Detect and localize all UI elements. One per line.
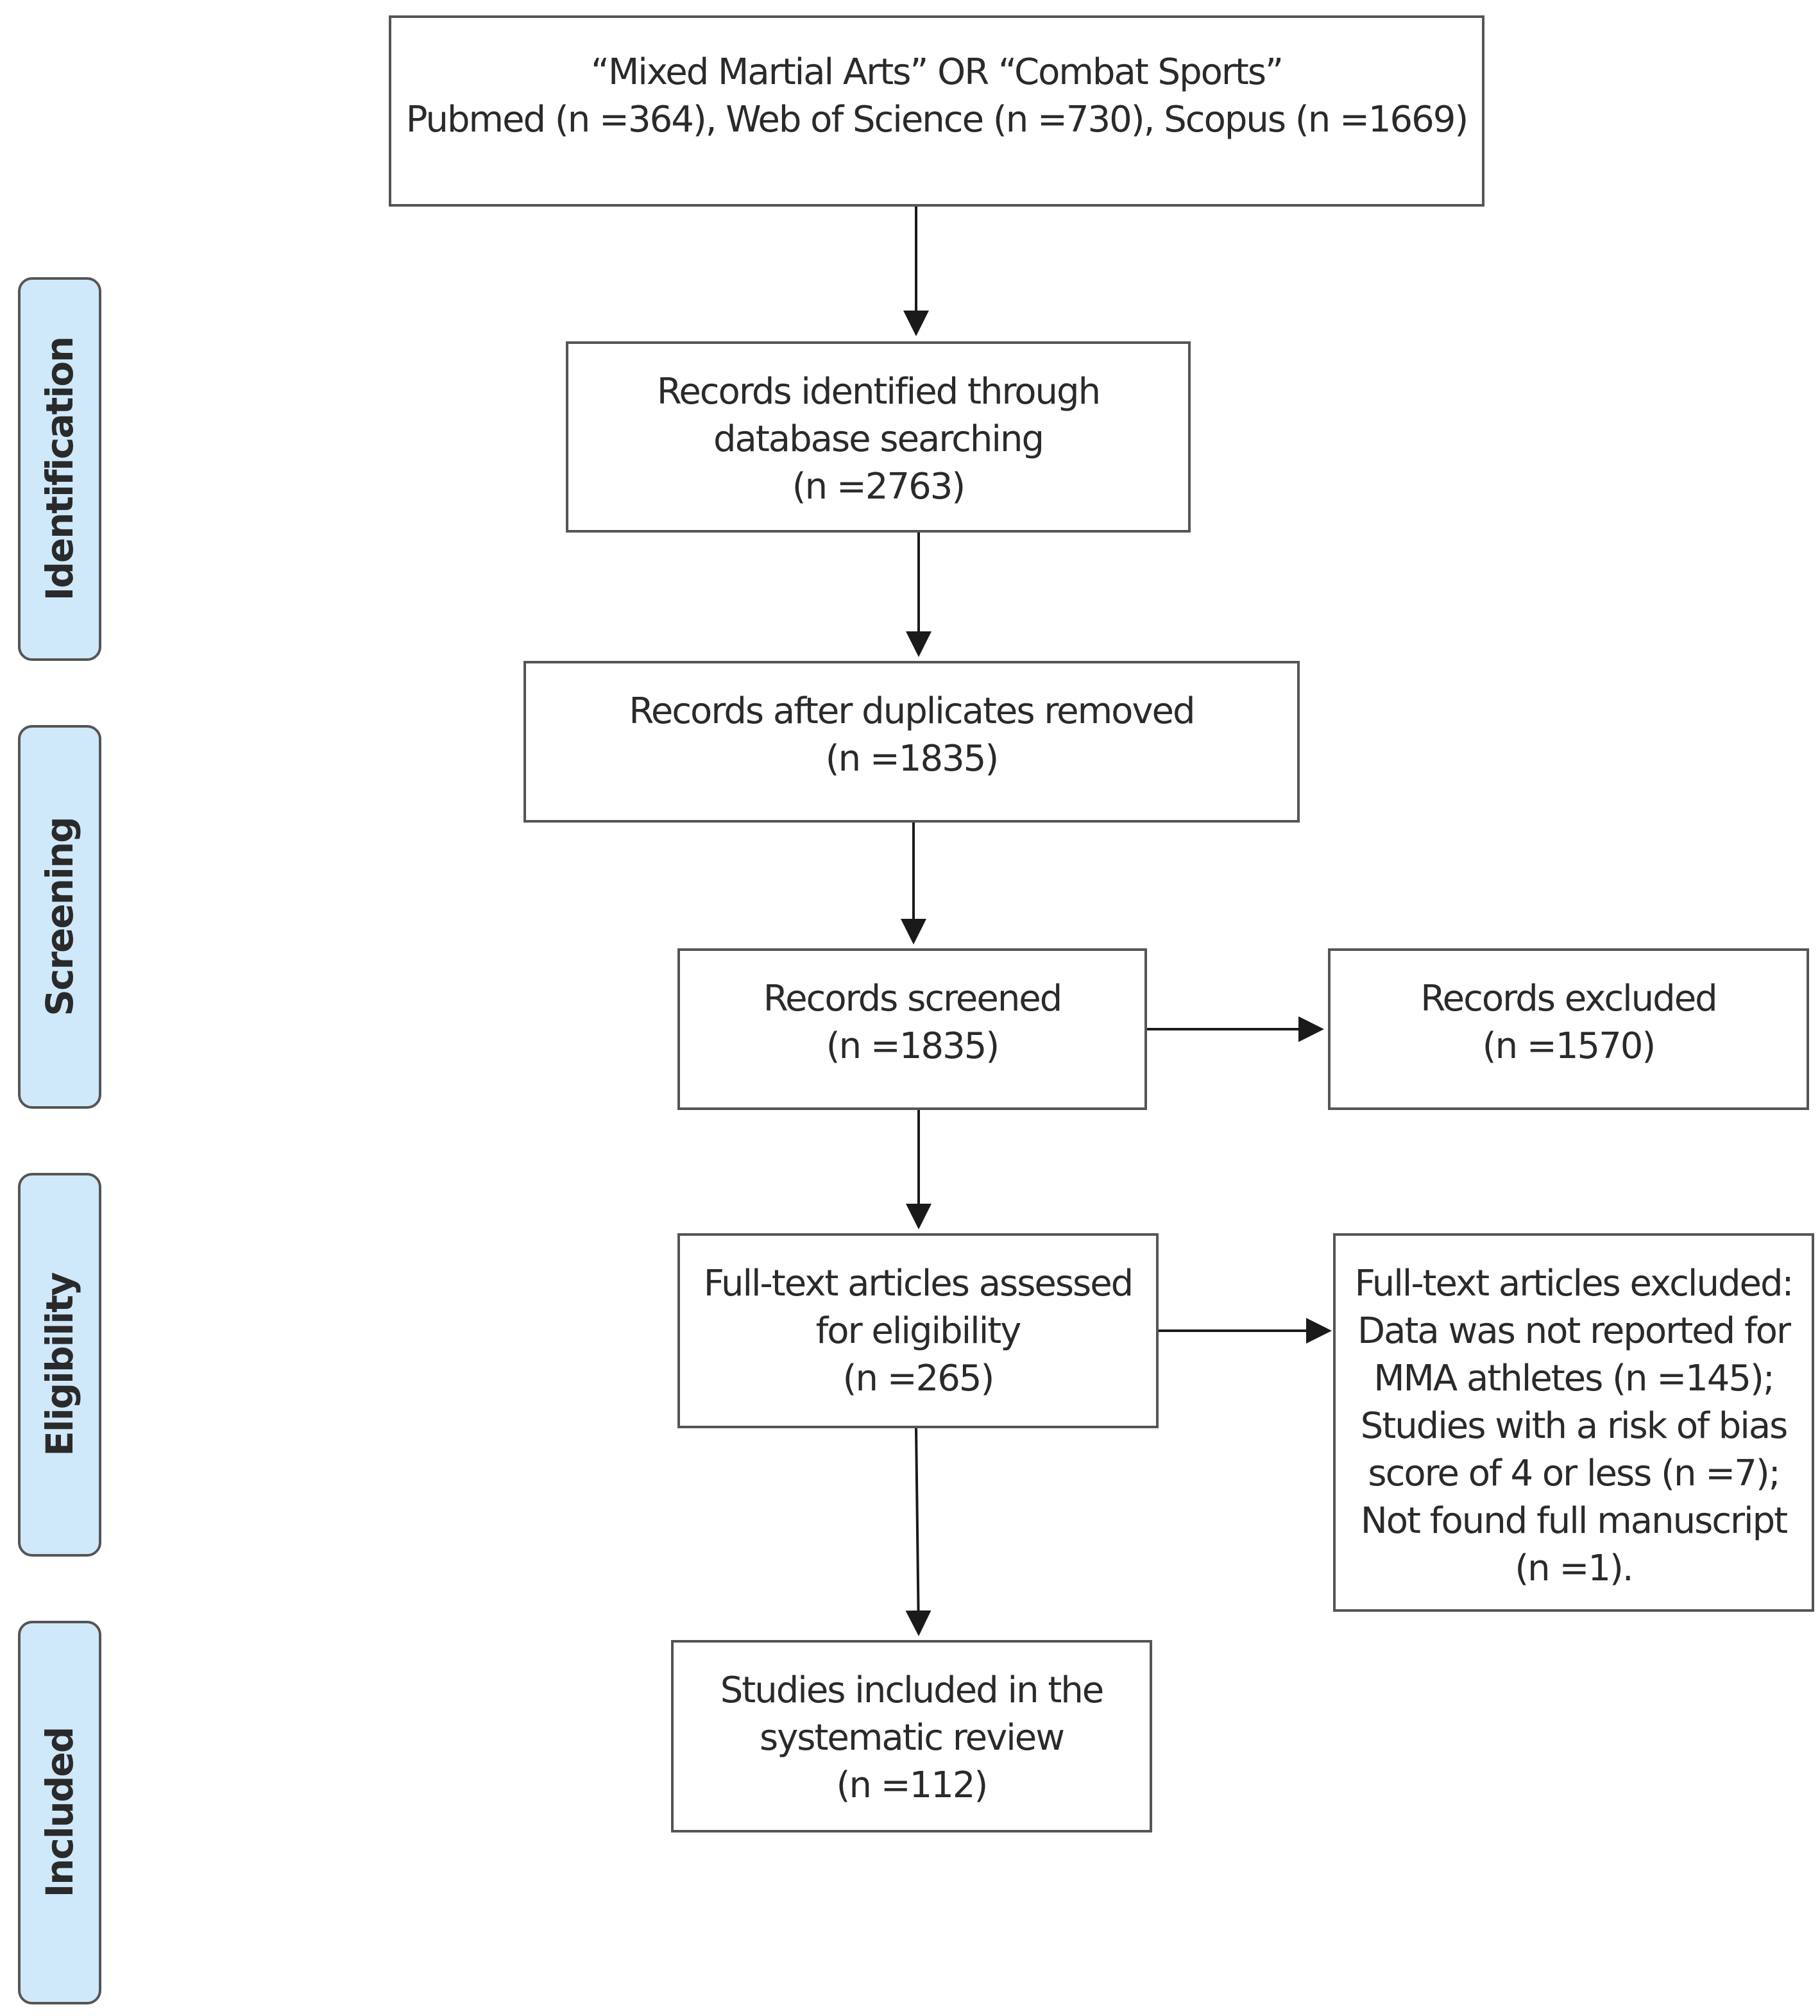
records-deduplicated-count: (n =1835) bbox=[825, 738, 999, 780]
stage-identification: Identification bbox=[18, 277, 101, 661]
fulltext-excluded-line1: Full-text articles excluded: bbox=[1354, 1263, 1794, 1304]
fulltext-excluded-line5: score of 4 or less (n =7); bbox=[1368, 1453, 1780, 1494]
records-screened-line1: Records screened bbox=[763, 978, 1063, 1020]
box-fulltext-assessed: Full-text articles assessed for eligibil… bbox=[677, 1233, 1159, 1428]
records-identified-line1: Records identified through bbox=[656, 371, 1101, 413]
fulltext-assessed-line1: Full-text articles assessed bbox=[703, 1263, 1134, 1304]
records-identified-count: (n =2763) bbox=[792, 466, 965, 508]
studies-included-line2: systematic review bbox=[759, 1717, 1065, 1759]
arrow-fulltext-to-included bbox=[905, 1428, 931, 1636]
box-records-excluded: Records excluded (n =1570) bbox=[1328, 948, 1809, 1110]
records-deduplicated-line1: Records after duplicates removed bbox=[629, 690, 1195, 732]
box-records-screened: Records screened (n =1835) bbox=[677, 948, 1147, 1110]
box-records-deduplicated: Records after duplicates removed (n =183… bbox=[523, 661, 1300, 823]
search-terms-line: “Mixed Martial Arts” OR “Combat Sports” bbox=[590, 51, 1284, 93]
fulltext-excluded-line2: Data was not reported for bbox=[1357, 1310, 1791, 1352]
stage-eligibility: Eligibility bbox=[18, 1173, 101, 1557]
records-screened-count: (n =1835) bbox=[826, 1025, 999, 1067]
studies-included-line1: Studies included in the bbox=[720, 1670, 1105, 1711]
fulltext-assessed-count: (n =265) bbox=[842, 1358, 995, 1399]
fulltext-assessed-line2: for eligibility bbox=[815, 1310, 1022, 1352]
search-databases-line: Pubmed (n =364), Web of Science (n =730)… bbox=[405, 99, 1469, 141]
studies-included-count: (n =112) bbox=[836, 1764, 989, 1806]
stage-screening: Screening bbox=[18, 725, 101, 1109]
records-excluded-line1: Records excluded bbox=[1420, 978, 1717, 1020]
fulltext-excluded-line6: Not found full manuscript bbox=[1360, 1500, 1788, 1542]
box-records-identified: Records identified through database sear… bbox=[566, 341, 1191, 533]
fulltext-excluded-line7: (n =1). bbox=[1515, 1548, 1633, 1589]
fulltext-excluded-line4: Studies with a risk of bias bbox=[1360, 1405, 1789, 1447]
box-fulltext-excluded: Full-text articles excluded: Data was no… bbox=[1333, 1233, 1814, 1612]
records-excluded-count: (n =1570) bbox=[1482, 1025, 1656, 1067]
stage-included: Included bbox=[18, 1621, 101, 2004]
records-identified-line2: database searching bbox=[713, 418, 1044, 460]
box-studies-included: Studies included in the systematic revie… bbox=[671, 1640, 1152, 1832]
fulltext-excluded-line3: MMA athletes (n =145); bbox=[1374, 1358, 1775, 1399]
box-search-terms: “Mixed Martial Arts” OR “Combat Sports” … bbox=[389, 15, 1484, 207]
